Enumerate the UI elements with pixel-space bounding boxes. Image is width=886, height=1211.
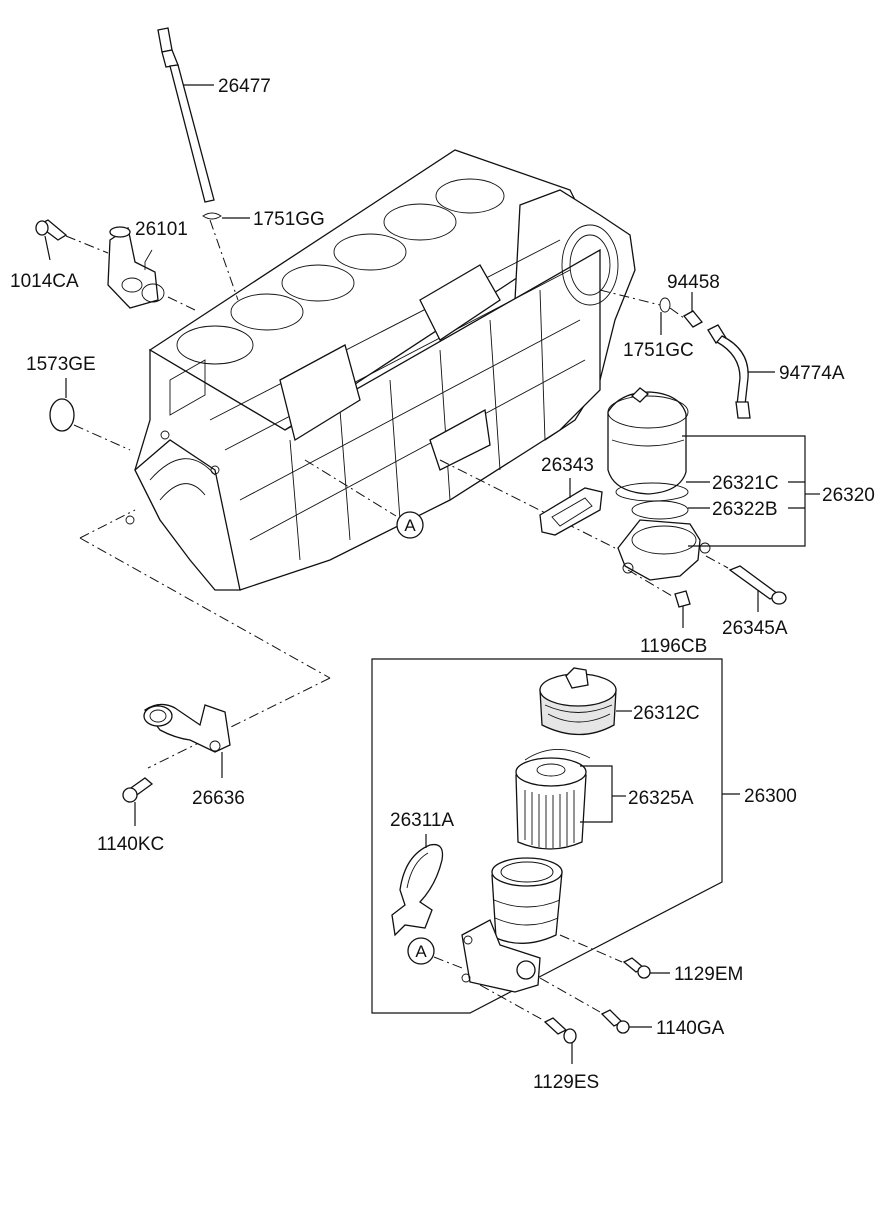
oil-filter-assy-26320 — [439, 387, 820, 581]
bolt-1129EM — [559, 934, 670, 979]
ref-A-lower-text: A — [415, 942, 427, 961]
o-ring-1751GG — [202, 212, 250, 220]
label-26325A: 26325A — [628, 788, 694, 809]
label-26343: 26343 — [541, 455, 594, 476]
label-26321C: 26321C — [712, 473, 779, 494]
gasket-26311A — [391, 834, 444, 937]
label-26477: 26477 — [218, 76, 271, 97]
label-1140GA: 1140GA — [656, 1018, 725, 1039]
gasket-26343 — [539, 478, 603, 536]
filter-housing — [461, 857, 563, 993]
label-1129ES: 1129ES — [533, 1072, 599, 1093]
plug-1573GE — [49, 378, 131, 451]
label-1751GG: 1751GG — [253, 209, 325, 230]
filter-element-26325A — [515, 749, 626, 850]
label-26320: 26320 — [822, 485, 875, 506]
label-1196CB: 1196CB — [640, 636, 707, 657]
fitting-94458 — [683, 292, 703, 328]
label-1140KC: 1140KC — [97, 834, 164, 855]
label-1751GC: 1751GC — [623, 340, 694, 361]
label-1573GE: 1573GE — [26, 354, 96, 375]
label-26312C: 26312C — [633, 703, 700, 724]
bolt-1140KC — [122, 777, 154, 826]
dipstick-tube-26477 — [157, 27, 239, 301]
bolt-1140GA — [539, 977, 652, 1034]
bolt-1014CA — [35, 219, 109, 261]
label-26311A: 26311A — [390, 810, 454, 831]
label-26101: 26101 — [135, 219, 188, 240]
engine-block — [125, 149, 636, 591]
part-labels: 26477 1751GG 26101 1014CA 1573GE 94458 1… — [10, 76, 875, 1093]
label-1014CA: 1014CA — [10, 271, 79, 292]
ref-A-upper-text: A — [404, 516, 416, 535]
label-94774A: 94774A — [779, 363, 845, 384]
bolt-1196CB — [627, 569, 691, 628]
label-94458: 94458 — [667, 272, 720, 293]
filter-cap-26312C — [539, 667, 632, 736]
reference-A-upper: A — [304, 459, 424, 539]
pipe-94774A — [707, 324, 775, 419]
bolt-1129ES — [479, 984, 577, 1064]
oil-filter-module-26300 — [371, 658, 740, 1014]
label-26300: 26300 — [744, 786, 797, 807]
label-1129EM: 1129EM — [674, 964, 743, 985]
elbow-26636 — [79, 509, 331, 778]
o-ring-1751GC — [599, 289, 685, 335]
water-fitting-26101 — [107, 226, 196, 311]
label-26322B: 26322B — [712, 499, 778, 520]
label-26345A: 26345A — [722, 618, 788, 639]
bolt-26345A — [705, 555, 787, 612]
reference-A-lower: A — [407, 937, 463, 969]
label-26636: 26636 — [192, 788, 245, 809]
